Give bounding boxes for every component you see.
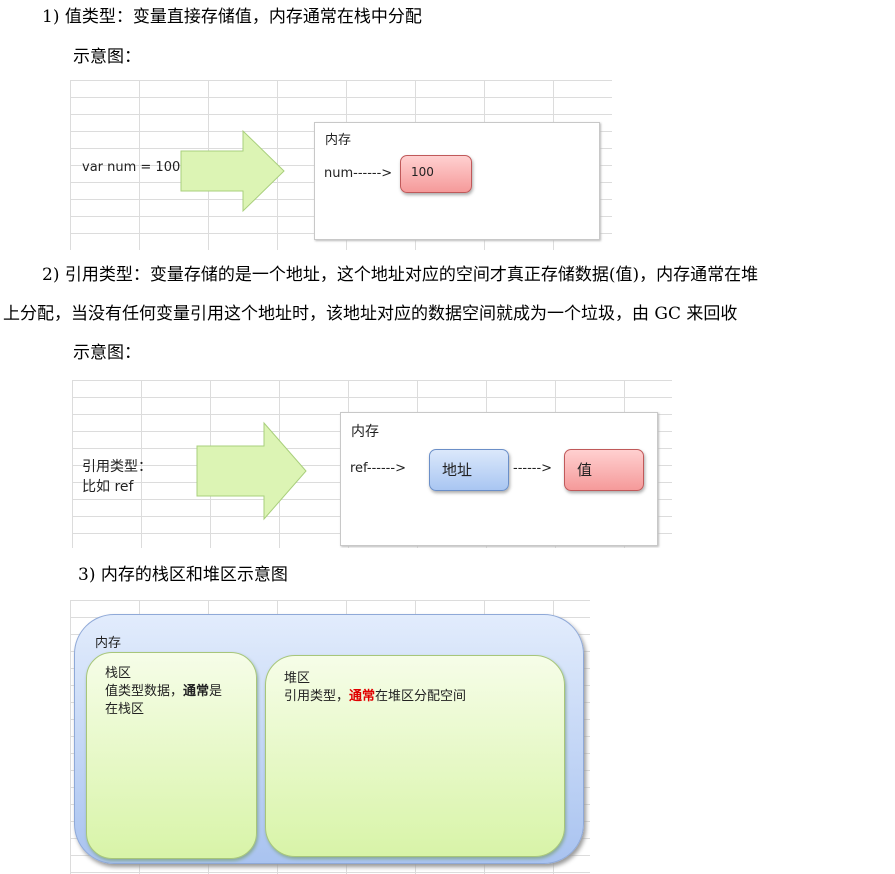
- heap-title: 堆区: [284, 671, 311, 686]
- memory-title: 内存: [351, 424, 379, 440]
- stack-region: 栈区 值类型数据，通常是 在栈区: [86, 652, 257, 859]
- stack-title: 栈区: [105, 666, 132, 681]
- stack-heap-diagram: 内存 栈区 值类型数据，通常是 在栈区 堆区 引用类型，通常在堆区分配空间: [70, 600, 590, 874]
- memory-box: 内存 num------> 100: [314, 122, 600, 240]
- section2-line1: 2) 引用类型：变量存储的是一个地址，这个地址对应的空间才真正存储数据(值)，内…: [42, 265, 759, 285]
- section2-line2: 上分配，当没有任何变量引用这个地址时，该地址对应的数据空间就成为一个垃圾，由 G…: [3, 304, 738, 324]
- stack-text: 栈区 值类型数据，通常是 在栈区: [105, 665, 222, 719]
- heap-text-b: 在堆区分配空间: [375, 689, 467, 704]
- memory-container: 内存 栈区 值类型数据，通常是 在栈区 堆区 引用类型，通常在堆区分配空间: [74, 614, 584, 864]
- stack-text-b: 是: [209, 684, 223, 699]
- reference-type-diagram: 引用类型： 比如 ref 内存 ref------> 地址 ------> 值: [72, 380, 672, 548]
- memory-title: 内存: [325, 133, 352, 148]
- section3-heading: 3) 内存的栈区和堆区示意图: [78, 565, 288, 585]
- stack-text-c: 在栈区: [105, 702, 145, 717]
- heap-text-highlight: 通常: [349, 689, 376, 704]
- memory-box: 内存 ref------> 地址 ------> 值: [340, 412, 658, 546]
- heap-text-a: 引用类型，: [284, 689, 350, 704]
- heap-text: 堆区 引用类型，通常在堆区分配空间: [284, 670, 466, 706]
- pointer-label: ref------>: [350, 461, 406, 476]
- stack-text-bold: 通常: [183, 684, 210, 699]
- left-label-2: 比如 ref: [82, 479, 134, 495]
- value-box: 值: [564, 449, 644, 491]
- address-label: 地址: [442, 461, 473, 479]
- value-label: 值: [577, 461, 593, 479]
- left-label-1: 引用类型：: [82, 459, 152, 475]
- value-box: 100: [400, 155, 472, 193]
- code-label: var num = 100: [82, 160, 181, 175]
- pointer-label: num------>: [324, 166, 393, 181]
- address-box: 地址: [429, 449, 509, 491]
- pointer2-label: ------>: [513, 461, 553, 476]
- section1-caption: 示意图：: [73, 47, 141, 67]
- heap-region: 堆区 引用类型，通常在堆区分配空间: [265, 655, 565, 857]
- memory-title: 内存: [95, 636, 122, 651]
- value-label: 100: [411, 165, 434, 179]
- section2-caption: 示意图：: [73, 343, 141, 363]
- value-type-diagram: var num = 100 内存 num------> 100: [70, 80, 612, 250]
- arrow-icon: [196, 421, 307, 521]
- stack-text-a: 值类型数据，: [105, 684, 184, 699]
- arrow-icon: [180, 129, 285, 213]
- section1-heading: 1) 值类型：变量直接存储值，内存通常在栈中分配: [42, 7, 422, 27]
